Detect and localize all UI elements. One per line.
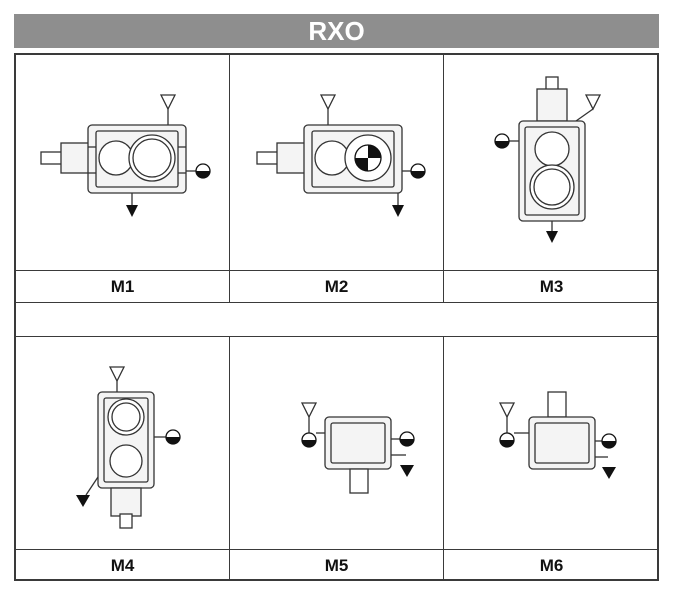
gearbox-diagram-m4 xyxy=(76,366,181,529)
position-label-m5: M5 xyxy=(230,549,444,581)
row-separator xyxy=(16,302,659,337)
gearbox-diagram-m3 xyxy=(494,76,602,243)
position-label-m4: M4 xyxy=(16,549,230,581)
diagram-cell-m6 xyxy=(444,337,659,549)
position-label-m1: M1 xyxy=(16,270,230,302)
position-label-m2: M2 xyxy=(230,270,444,302)
title-bar: RXO xyxy=(14,14,659,48)
mounting-positions-table: M1 M2 M3 xyxy=(14,53,659,581)
diagram-cell-m1 xyxy=(16,55,230,270)
gearbox-diagram-m5 xyxy=(300,402,415,494)
diagram-cell-m4 xyxy=(16,337,230,549)
diagram-cell-m5 xyxy=(230,337,444,549)
gearbox-diagram-m2 xyxy=(256,94,426,217)
gearbox-diagram-m6 xyxy=(498,391,617,479)
position-label-m6: M6 xyxy=(444,549,659,581)
position-label-m3: M3 xyxy=(444,270,659,302)
page-title: RXO xyxy=(308,15,365,46)
diagram-cell-m2 xyxy=(230,55,444,270)
gearbox-diagram-m1 xyxy=(40,94,211,217)
diagram-cell-m3 xyxy=(444,55,659,270)
